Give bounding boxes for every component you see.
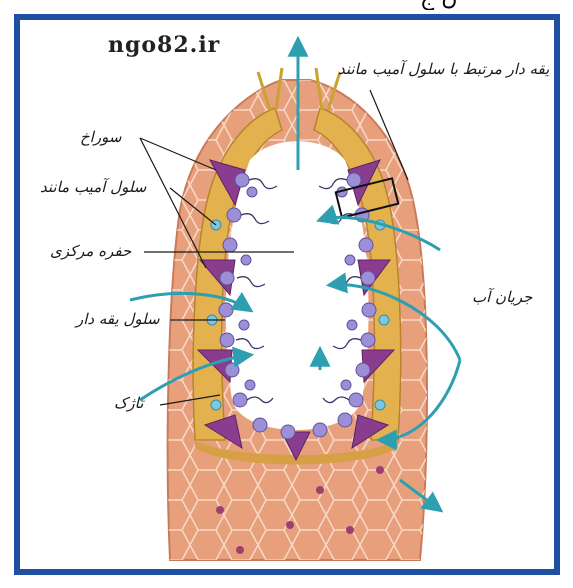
diagram-frame: ngo82.ir سلول یقه دار مرتبط با سلول آمیب… [14,14,560,575]
header-fragment: ن ج [420,0,573,10]
label-collar-cell-connection: سلول یقه دار مرتبط با سلول آمیب مانند [338,60,560,78]
label-pore: سوراخ [80,128,121,146]
label-collar-cell: سلول یقه دار [76,310,160,328]
label-amoeboid-cell: سلول آمیب مانند [40,178,146,196]
label-water-flow: جریان آب [472,288,532,306]
watermark: ngo82.ir [108,32,220,58]
label-spicule: تاژک [114,394,143,412]
label-central-cavity: حفره مرکزی [50,242,131,260]
